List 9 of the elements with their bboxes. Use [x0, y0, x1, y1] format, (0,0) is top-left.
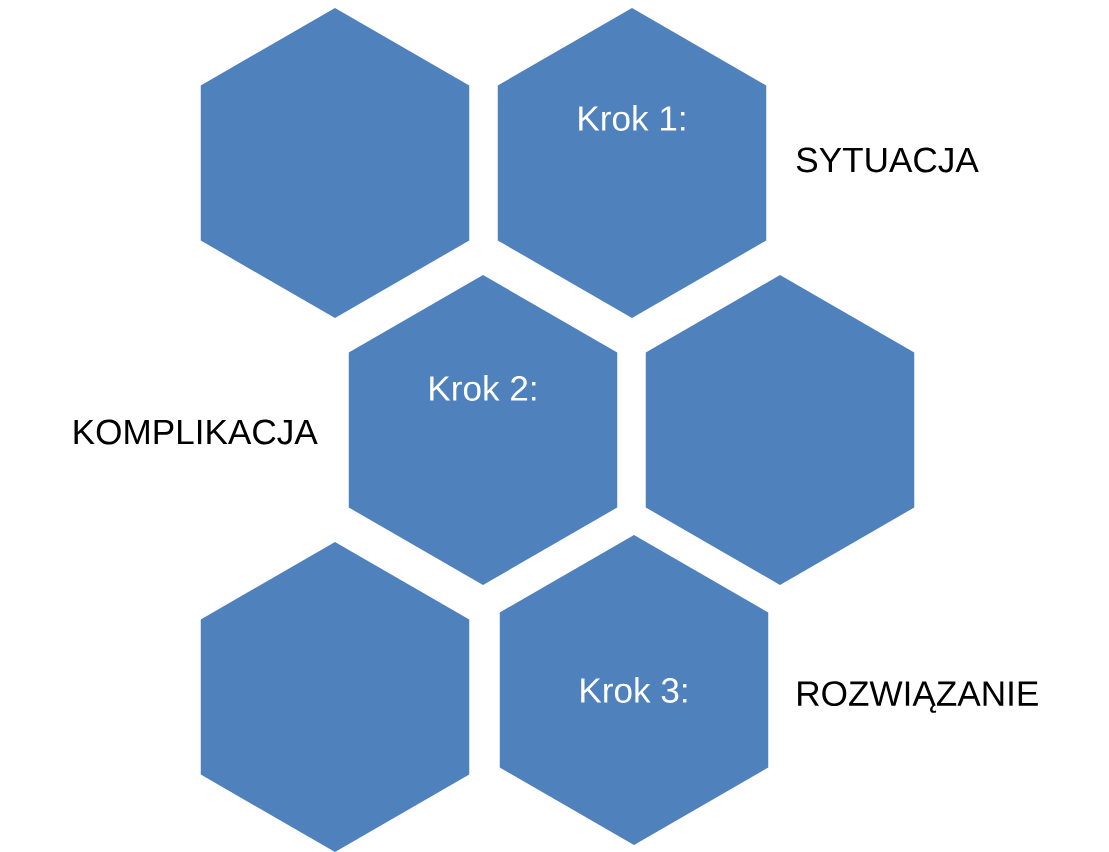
step-label: Krok 3:: [581, 677, 687, 703]
hexagon: [645, 275, 915, 585]
hexagon: [200, 8, 470, 318]
hexagon: [200, 542, 470, 852]
step-label: Krok 1:: [579, 105, 685, 131]
stage-label: SYTUACJA: [796, 147, 979, 173]
stage-label: KOMPLIKACJA: [74, 419, 318, 445]
stage-label: ROZWIĄZANIE: [798, 681, 1038, 713]
step-label: Krok 2:: [430, 375, 536, 401]
